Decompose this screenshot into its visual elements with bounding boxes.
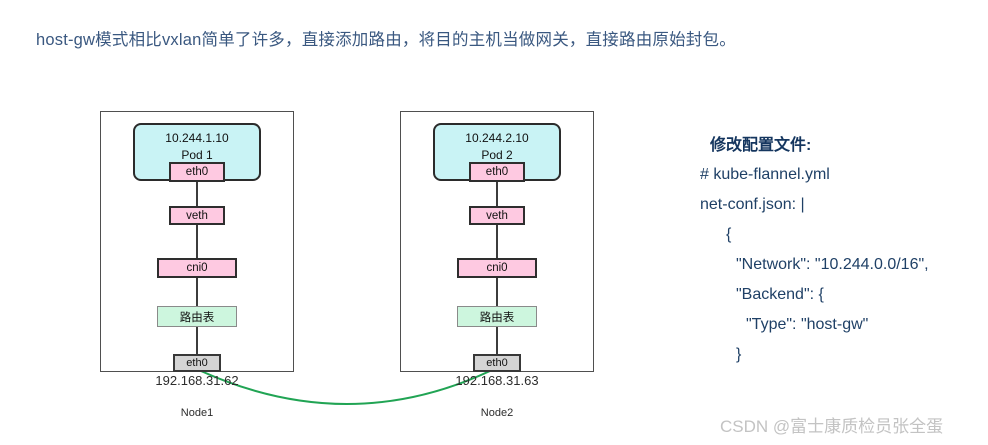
config-line: } bbox=[736, 346, 742, 363]
node1-connector-2 bbox=[196, 225, 198, 259]
node1-pod-label: Pod 1 bbox=[181, 148, 213, 162]
config-line: "Type": "host-gw" bbox=[746, 316, 869, 333]
node2-pod-box: 10.244.2.10 Pod 2 bbox=[433, 123, 561, 181]
node1-host-eth0: eth0 bbox=[173, 354, 221, 372]
config-title: 修改配置文件: bbox=[710, 137, 812, 154]
config-line: # kube-flannel.yml bbox=[700, 166, 830, 183]
node2-connector-1 bbox=[496, 181, 498, 207]
node2-connector-3 bbox=[496, 277, 498, 307]
node2-pod-ip: 10.244.2.10 bbox=[465, 131, 529, 145]
node2-connector-4 bbox=[496, 326, 498, 355]
config-line: "Backend": { bbox=[736, 286, 824, 303]
node1-pod-box: 10.244.1.10 Pod 1 bbox=[133, 123, 261, 181]
node2-connector-2 bbox=[496, 225, 498, 259]
node1-group: 10.244.1.10 Pod 1 eth0 veth cni0 路由表 eth… bbox=[100, 111, 294, 441]
node1-connector-4 bbox=[196, 326, 198, 355]
intro-text: host-gw模式相比vxlan简单了许多，直接添加路由，将目的主机当做网关，直… bbox=[36, 31, 736, 49]
node2-host-ip: 192.168.31.63 bbox=[455, 373, 539, 388]
config-panel: 修改配置文件: # kube-flannel.yml net-conf.json… bbox=[700, 134, 986, 370]
node1-label: Node1 bbox=[180, 407, 214, 419]
node2-cni0: cni0 bbox=[457, 258, 537, 278]
config-line: { bbox=[726, 226, 732, 243]
node2-veth: veth bbox=[469, 206, 525, 225]
node2-pod-eth0: eth0 bbox=[469, 162, 525, 182]
node2-host-eth0: eth0 bbox=[473, 354, 521, 372]
node2-label: Node2 bbox=[480, 407, 514, 419]
node1-host-ip: 192.168.31.62 bbox=[155, 373, 239, 388]
node1-connector-1 bbox=[196, 181, 198, 207]
node2-group: 10.244.2.10 Pod 2 eth0 veth cni0 路由表 eth… bbox=[400, 111, 594, 441]
node2-pod-label: Pod 2 bbox=[481, 148, 513, 162]
node1-pod-eth0: eth0 bbox=[169, 162, 225, 182]
node1-route-table: 路由表 bbox=[157, 306, 237, 327]
node1-connector-3 bbox=[196, 277, 198, 307]
csdn-watermark: CSDN @富士康质检员张全蛋 bbox=[720, 417, 944, 436]
node1-pod-ip: 10.244.1.10 bbox=[165, 131, 229, 145]
node1-veth: veth bbox=[169, 206, 225, 225]
config-line: net-conf.json: | bbox=[700, 196, 805, 213]
node2-route-table: 路由表 bbox=[457, 306, 537, 327]
config-line: "Network": "10.244.0.0/16", bbox=[736, 256, 929, 273]
node1-cni0: cni0 bbox=[157, 258, 237, 278]
